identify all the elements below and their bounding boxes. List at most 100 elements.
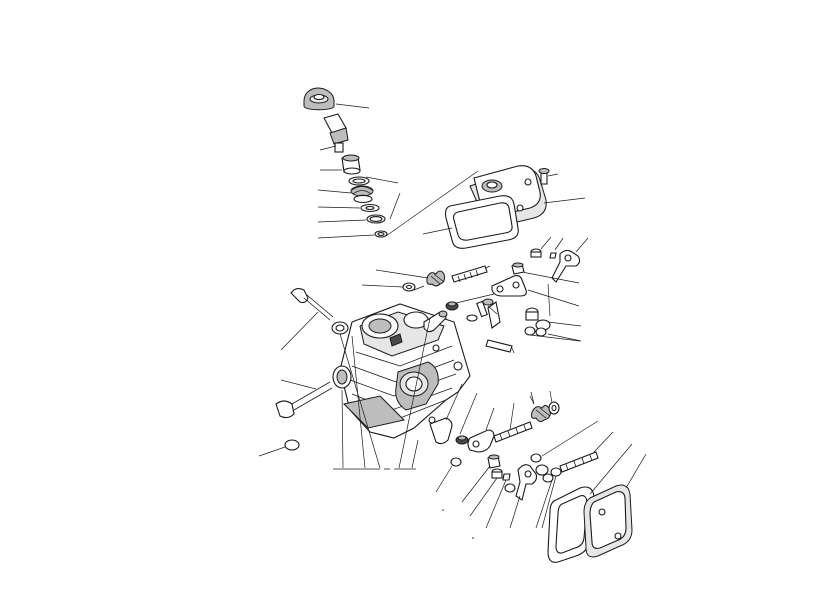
leader-line-cap [335, 103, 370, 109]
leader-line-oring-a [317, 219, 367, 223]
rocker-shaft-upper [451, 265, 488, 283]
leader-line-cap-a [540, 236, 552, 250]
leader-line-spring-upper [375, 269, 429, 279]
leader-line-plug-cap [258, 446, 286, 457]
leader-line-seal-upper [455, 293, 495, 304]
leader-line-exhaust-valve [280, 379, 317, 390]
valve-seal-lower [455, 435, 469, 445]
leader-line-cover-lower [625, 453, 647, 489]
leader-line-tappet-c [529, 334, 581, 342]
leader-line-seal-ring [339, 333, 381, 469]
valve-cotter-lower [502, 473, 511, 481]
leader-line-shim-c [541, 475, 557, 529]
leader-line-shaft-upper [485, 265, 491, 269]
leader-line-washer-upper [361, 284, 404, 288]
cam-washer [466, 314, 478, 322]
rubber-cap [303, 87, 335, 111]
adjuster-nut-upper [511, 262, 525, 275]
tappet-cover-lower [583, 484, 633, 558]
leader-line-rocker-upper-c [547, 283, 551, 317]
leader-line-gasket-top [422, 227, 453, 235]
valve-seal-upper [445, 301, 459, 311]
rocker-arm-lower [467, 429, 495, 453]
leader-line-lever-lower [509, 495, 521, 529]
torsion-spring-lower [529, 395, 551, 423]
cover-gasket-lower [547, 486, 595, 563]
adjuster-nut-lower [487, 454, 501, 469]
leader-line-cotter-lower [485, 479, 507, 529]
shim-stack [530, 453, 562, 483]
valve-cotter-a [549, 252, 557, 259]
leader-line-cover-top [543, 197, 586, 204]
leader-line-head-c [411, 439, 419, 469]
leader-line-guide-lower [445, 383, 463, 421]
circlip [374, 230, 388, 238]
leader-line-rocker-top [575, 237, 589, 253]
pushrod-lower [559, 451, 599, 473]
leader-line-guide [511, 347, 515, 354]
cover-bolt-top [538, 168, 550, 185]
tappet-lower [504, 483, 516, 493]
exhaust-gasket-ring [332, 365, 352, 389]
stray-mark [442, 509, 444, 511]
leader-line-plug [319, 145, 337, 151]
rocker-arm-top [551, 249, 581, 283]
leader-line-tappet-b [547, 333, 582, 342]
leader-line-intake-valve [280, 311, 319, 351]
leader-line-washer-lower [549, 390, 553, 404]
torsion-spring-upper [413, 270, 445, 291]
leader-line-shim-b [535, 479, 553, 529]
spring-collar [348, 176, 370, 186]
valve-seal-ring [331, 321, 349, 335]
rocker-lever-lower [515, 464, 538, 501]
thrust-washer-upper [402, 282, 416, 292]
rocker-shaft-lower [493, 421, 533, 443]
leader-line-circlip [317, 234, 375, 239]
leader-line-shim [541, 420, 599, 457]
o-ring-a [366, 214, 386, 224]
leader-line-rocker-upper [521, 271, 580, 284]
stray-mark-b [472, 537, 474, 539]
leader-line-spring-lower [530, 391, 535, 405]
leader-line-head-b [398, 317, 431, 469]
valve-guide-lower [429, 417, 453, 445]
cover-gasket-top [444, 195, 519, 249]
leader-line-gasket-lower [589, 443, 633, 495]
leader-line-cotter-a [554, 237, 564, 251]
intake-valve [290, 287, 334, 321]
leader-line-long-a [385, 170, 479, 237]
spring-seat-washer [360, 203, 380, 213]
leader-line-exhaust-ring [341, 389, 344, 469]
plug-cap [284, 439, 300, 451]
leader-line-long-b [389, 192, 401, 220]
leader-line-seal-lower [459, 392, 478, 435]
leader-line-rocker-upper-b [527, 289, 580, 307]
spark-plug [323, 113, 349, 153]
leader-line-tappet [547, 321, 582, 327]
leader-line-pushrod-lower [593, 431, 614, 453]
leader-line-shaft-lower [509, 402, 515, 431]
valve-guide-upper [423, 310, 448, 333]
cam-bolt [476, 298, 494, 318]
leader-line-spring [317, 189, 352, 194]
leader-line-washer-lower-b [435, 465, 453, 493]
exhaust-valve [275, 381, 333, 419]
leader-line-rocker-lower [485, 407, 495, 431]
rocker-arm-upper [491, 274, 527, 297]
valve-cap-a [530, 248, 542, 258]
thrust-washer-lower [548, 401, 560, 415]
leader-line-head-a [351, 335, 366, 469]
valve-spring [350, 185, 374, 204]
pushrod-guide [485, 339, 513, 353]
leader-line-cam-bolt [487, 305, 498, 315]
valve-spring-retainer [341, 154, 361, 175]
leader-line-collar [365, 176, 399, 184]
leader-line-bolt-top [547, 173, 559, 177]
leader-line-seat [317, 206, 361, 209]
leader-line-cap-lower [469, 477, 498, 517]
tappet-stack [524, 307, 551, 337]
pushrod-tube-upper [487, 301, 501, 329]
valve-cap-lower [491, 468, 503, 479]
